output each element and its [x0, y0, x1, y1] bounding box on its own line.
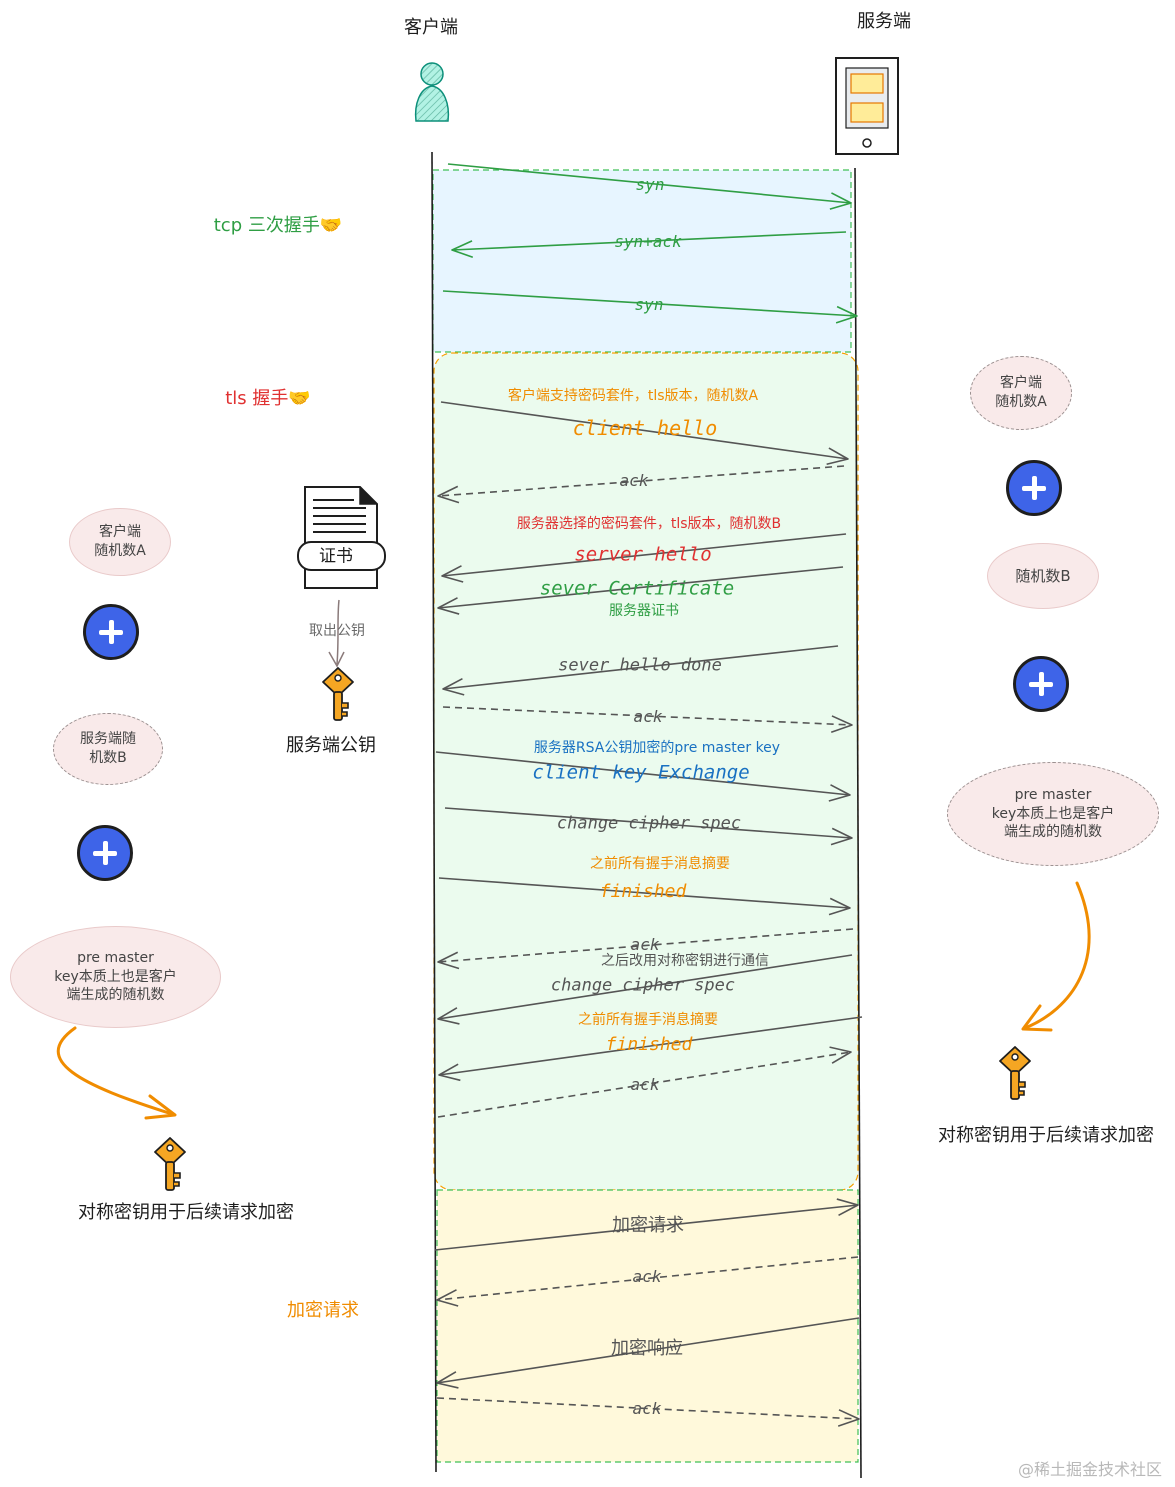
client-person-icon	[414, 62, 450, 122]
message-label-15: finished	[605, 1034, 693, 1055]
message-arrow-4	[440, 401, 849, 466]
message-arrow-6	[441, 533, 847, 583]
message-arrow-12	[438, 877, 851, 916]
message-note-13: 之后改用对称密钥进行通信	[601, 953, 769, 969]
certificate-document-icon	[297, 486, 386, 589]
encrypted-phase-title: 加密请求	[287, 1300, 359, 1321]
message-arrow-14	[437, 954, 853, 1025]
right-random-b-tag: 随机数B	[987, 543, 1099, 609]
left-symmetric-key-caption: 对称密钥用于后续请求加密	[78, 1202, 294, 1223]
left-pre-master-arrow	[56, 1026, 174, 1116]
encrypted-phase-box	[436, 1189, 859, 1463]
message-note-12: 之前所有握手消息摘要	[590, 856, 730, 872]
right-plus-icon-2	[1013, 656, 1069, 712]
message-label-6: server hello	[574, 543, 712, 566]
right-pre-master-tag: pre master key本质上也是客户 端生成的随机数	[947, 762, 1159, 866]
server-public-key-label: 服务端公钥	[286, 735, 376, 756]
message-label-4: client hello	[572, 416, 718, 440]
message-arrow-17	[434, 1198, 859, 1251]
message-arrow-7	[437, 566, 844, 615]
extract-public-key-label: 取出公钥	[309, 623, 365, 639]
message-arrow-3	[442, 290, 858, 324]
left-client-random-tag: 客户端 随机数A	[69, 508, 171, 576]
right-pre-master-arrow	[1023, 881, 1091, 1030]
message-label-19: 加密响应	[611, 1338, 683, 1359]
message-arrow-15	[438, 1016, 863, 1082]
server-lifeline	[854, 167, 862, 1479]
left-server-random-tag: 服务端随 机数B	[53, 713, 163, 785]
message-label-9: ack	[633, 707, 663, 726]
server-actor-label: 服务端	[857, 11, 911, 32]
message-arrow-18	[436, 1256, 859, 1307]
message-label-10: client key Exchange	[532, 761, 750, 784]
tls-phase-title: tls 握手🤝	[225, 388, 311, 409]
client-lifeline	[431, 151, 437, 1473]
tcp-phase-box	[432, 169, 852, 353]
message-label-8: sever hello done	[558, 655, 722, 676]
message-arrow-13	[437, 928, 854, 970]
message-note-15: 之前所有握手消息摘要	[578, 1012, 718, 1028]
message-label-13: ack	[630, 935, 660, 954]
message-label-20: ack	[632, 1399, 662, 1418]
server-icon	[835, 57, 899, 155]
message-arrow-8	[442, 645, 839, 696]
message-note-10: 服务器RSA公钥加密的pre master key	[533, 740, 781, 756]
watermark: @稀土掘金技术社区	[1017, 1460, 1163, 1479]
message-arrow-5	[437, 465, 845, 504]
message-label-3: syn	[634, 295, 664, 314]
message-note-7: 服务器证书	[609, 603, 679, 619]
message-label-18: ack	[632, 1267, 662, 1286]
right-plus-icon-1	[1006, 460, 1062, 516]
message-label-5: ack	[619, 471, 649, 490]
left-pre-master-tag: pre master key本质上也是客户 端生成的随机数	[10, 926, 221, 1028]
left-plus-icon-1	[83, 604, 139, 660]
tcp-phase-title: tcp 三次握手🤝	[213, 215, 343, 236]
message-note-4: 客户端支持密码套件，tls版本，随机数A	[507, 388, 759, 404]
message-note-6: 服务器选择的密码套件，tls版本，随机数B	[516, 516, 782, 532]
client-actor-label: 客户端	[404, 17, 458, 38]
certificate-label: 证书	[319, 546, 353, 567]
message-arrow-1	[447, 163, 852, 210]
right-symmetric-key-caption: 对称密钥用于后续请求加密	[938, 1125, 1154, 1146]
right-client-random-tag: 客户端 随机数A	[970, 356, 1072, 430]
message-label-16: ack	[630, 1075, 660, 1094]
message-label-14: change cipher spec	[550, 975, 736, 996]
message-label-17: 加密请求	[612, 1215, 684, 1236]
message-arrow-10	[435, 751, 851, 802]
message-arrow-19	[436, 1317, 860, 1389]
message-arrow-11	[444, 807, 853, 846]
message-label-12: finished	[599, 881, 687, 902]
message-arrow-2	[451, 231, 847, 258]
right-symmetric-key-icon	[999, 1046, 1031, 1100]
left-symmetric-key-icon	[154, 1137, 186, 1191]
message-arrow-16	[437, 1046, 852, 1118]
message-arrow-20	[436, 1397, 860, 1427]
message-arrow-9	[442, 706, 853, 734]
left-plus-icon-2	[77, 825, 133, 881]
server-public-key-icon	[322, 667, 354, 721]
message-label-7: sever Certificate	[539, 577, 735, 600]
message-label-1: syn	[635, 175, 665, 194]
message-label-2: syn+ack	[614, 232, 682, 251]
message-label-11: change cipher spec	[556, 813, 742, 834]
extract-key-arrow	[336, 599, 340, 665]
